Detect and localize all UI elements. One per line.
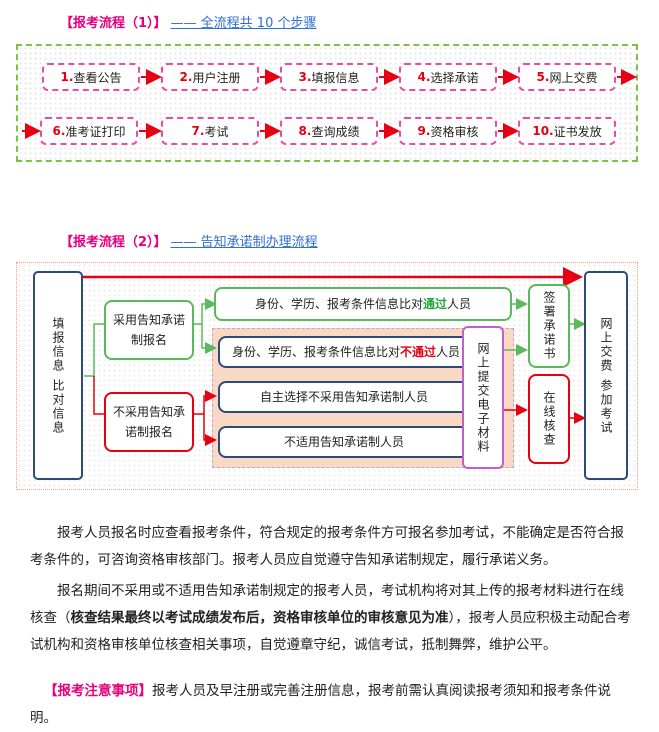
paragraph-2-bold: 核查结果最终以考试成绩发布后，资格审核单位的审核意见为准 <box>70 610 449 626</box>
paragraph-2: 报名期间不采用或不适用告知承诺制规定的报考人员，考试机构将对其上传的报考材料进行… <box>30 578 634 659</box>
sign-box: 签署承诺书 <box>528 284 570 368</box>
step-5: 5.网上交费 <box>518 63 616 91</box>
step-8: 8.查询成绩 <box>280 117 378 145</box>
step-2: 2.用户注册 <box>161 63 259 91</box>
step-9: 9.资格审核 <box>399 117 497 145</box>
step-1-num: 1. <box>60 70 74 84</box>
flow-arrows <box>57 267 586 446</box>
step-4-num: 4. <box>417 70 431 84</box>
step-1: 1.查看公告 <box>42 63 140 91</box>
not-adopt-box: 不采用告知承诺制报名 <box>104 392 194 452</box>
fail-box: 身份、学历、报考条件信息比对不通过人员 <box>218 336 470 368</box>
step-4-label: 选择承诺 <box>430 70 479 85</box>
upload-box: 网上提交电子材料 <box>462 326 504 469</box>
step-8-label: 查询成绩 <box>311 124 360 139</box>
sign-label: 签署承诺书 <box>542 291 556 361</box>
online-check-box: 在线核查 <box>528 374 570 464</box>
section1-tag: 【报考流程（1）】 <box>60 16 167 31</box>
section1-subtitle-link[interactable]: —— 全流程共 10 个步骤 <box>170 16 317 31</box>
paragraph-2-text-b: ），报考人员应积极主动配合考试机构和资格审核单位核查相关事项，自觉遵章守纪，诚信… <box>30 610 631 653</box>
step-6-num: 6. <box>52 124 66 138</box>
step-5-label: 网上交费 <box>549 70 598 85</box>
step-9-label: 资格审核 <box>430 124 479 139</box>
step-4: 4.选择承诺 <box>399 63 497 91</box>
step-9-num: 9. <box>417 124 431 138</box>
notice-paragraph: 【报考注意事项】报考人员及早注册或完善注册信息，报考前需认真阅读报考须知和报考条… <box>30 678 634 732</box>
step-10: 10.证书发放 <box>518 117 616 145</box>
notice-tag: 【报考注意事项】 <box>44 683 152 699</box>
pass-box: 身份、学历、报考条件信息比对通过人员 <box>214 287 512 321</box>
pass-suffix: 人员 <box>447 297 472 311</box>
step-6: 6.准考证打印 <box>40 117 138 145</box>
step-3-num: 3. <box>298 70 312 84</box>
end-box: 网上交费 参加考试 <box>584 271 628 480</box>
adopt-box: 采用告知承诺制报名 <box>104 300 194 360</box>
notice-text: 报考人员及早注册或完善注册信息，报考前需认真阅读报考须知和报考条件说明。 <box>30 683 611 726</box>
step-5-num: 5. <box>536 70 550 84</box>
not-applicable-box: 不适用告知承诺制人员 <box>218 426 470 458</box>
step-8-num: 8. <box>298 124 312 138</box>
end-label: 网上交费 参加考试 <box>599 316 613 435</box>
step-7-num: 7. <box>191 124 205 138</box>
section2-tag: 【报考流程（2）】 <box>60 235 167 250</box>
not-applicable-label: 不适用告知承诺制人员 <box>283 435 404 449</box>
self-choose-box: 自主选择不采用告知承诺制人员 <box>218 381 470 413</box>
fail-keyword: 不通过 <box>400 345 437 359</box>
step-6-label: 准考证打印 <box>65 124 126 139</box>
pass-keyword: 通过 <box>422 297 447 311</box>
online-check-label: 在线核查 <box>542 391 556 447</box>
start-box: 填报信息 比对信息 <box>33 271 83 480</box>
step-7-label: 考试 <box>204 124 229 139</box>
start-label: 填报信息 比对信息 <box>51 316 65 435</box>
section1-heading: 【报考流程（1）】—— 全流程共 10 个步骤 <box>60 12 317 31</box>
step-arrows <box>22 69 637 139</box>
step-7: 7.考试 <box>161 117 259 145</box>
adopt-label: 采用告知承诺制报名 <box>112 313 185 347</box>
fail-suffix: 人员 <box>436 345 461 359</box>
step-2-num: 2. <box>179 70 193 84</box>
fail-text: 身份、学历、报考条件信息比对 <box>232 345 401 359</box>
step-3-label: 填报信息 <box>311 70 360 85</box>
section2-heading: 【报考流程（2）】—— 告知承诺制办理流程 <box>60 231 318 250</box>
section2-subtitle-link[interactable]: —— 告知承诺制办理流程 <box>170 235 318 250</box>
paragraph-1: 报考人员报名时应查看报考条件，符合规定的报考条件方可报名参加考试，不能确定是否符… <box>30 520 634 574</box>
step-1-label: 查看公告 <box>73 70 122 85</box>
pass-text: 身份、学历、报考条件信息比对 <box>254 297 423 311</box>
paragraph-2-text-a: 报名期间不采用或不适用告知承诺制规定的报考人员，考试机构将对其上传的报考材料进行… <box>30 583 624 626</box>
upload-label: 网上提交电子材料 <box>476 341 490 454</box>
paragraph-1-text: 报考人员报名时应查看报考条件，符合规定的报考条件方可报名参加考试，不能确定是否符… <box>30 525 624 568</box>
step-10-label: 证书发放 <box>553 124 602 139</box>
step-3: 3.填报信息 <box>280 63 378 91</box>
self-choose-label: 自主选择不采用告知承诺制人员 <box>259 390 428 404</box>
step-2-label: 用户注册 <box>192 70 241 85</box>
not-adopt-label: 不采用告知承诺制报名 <box>112 405 185 439</box>
step-10-num: 10. <box>532 124 554 138</box>
